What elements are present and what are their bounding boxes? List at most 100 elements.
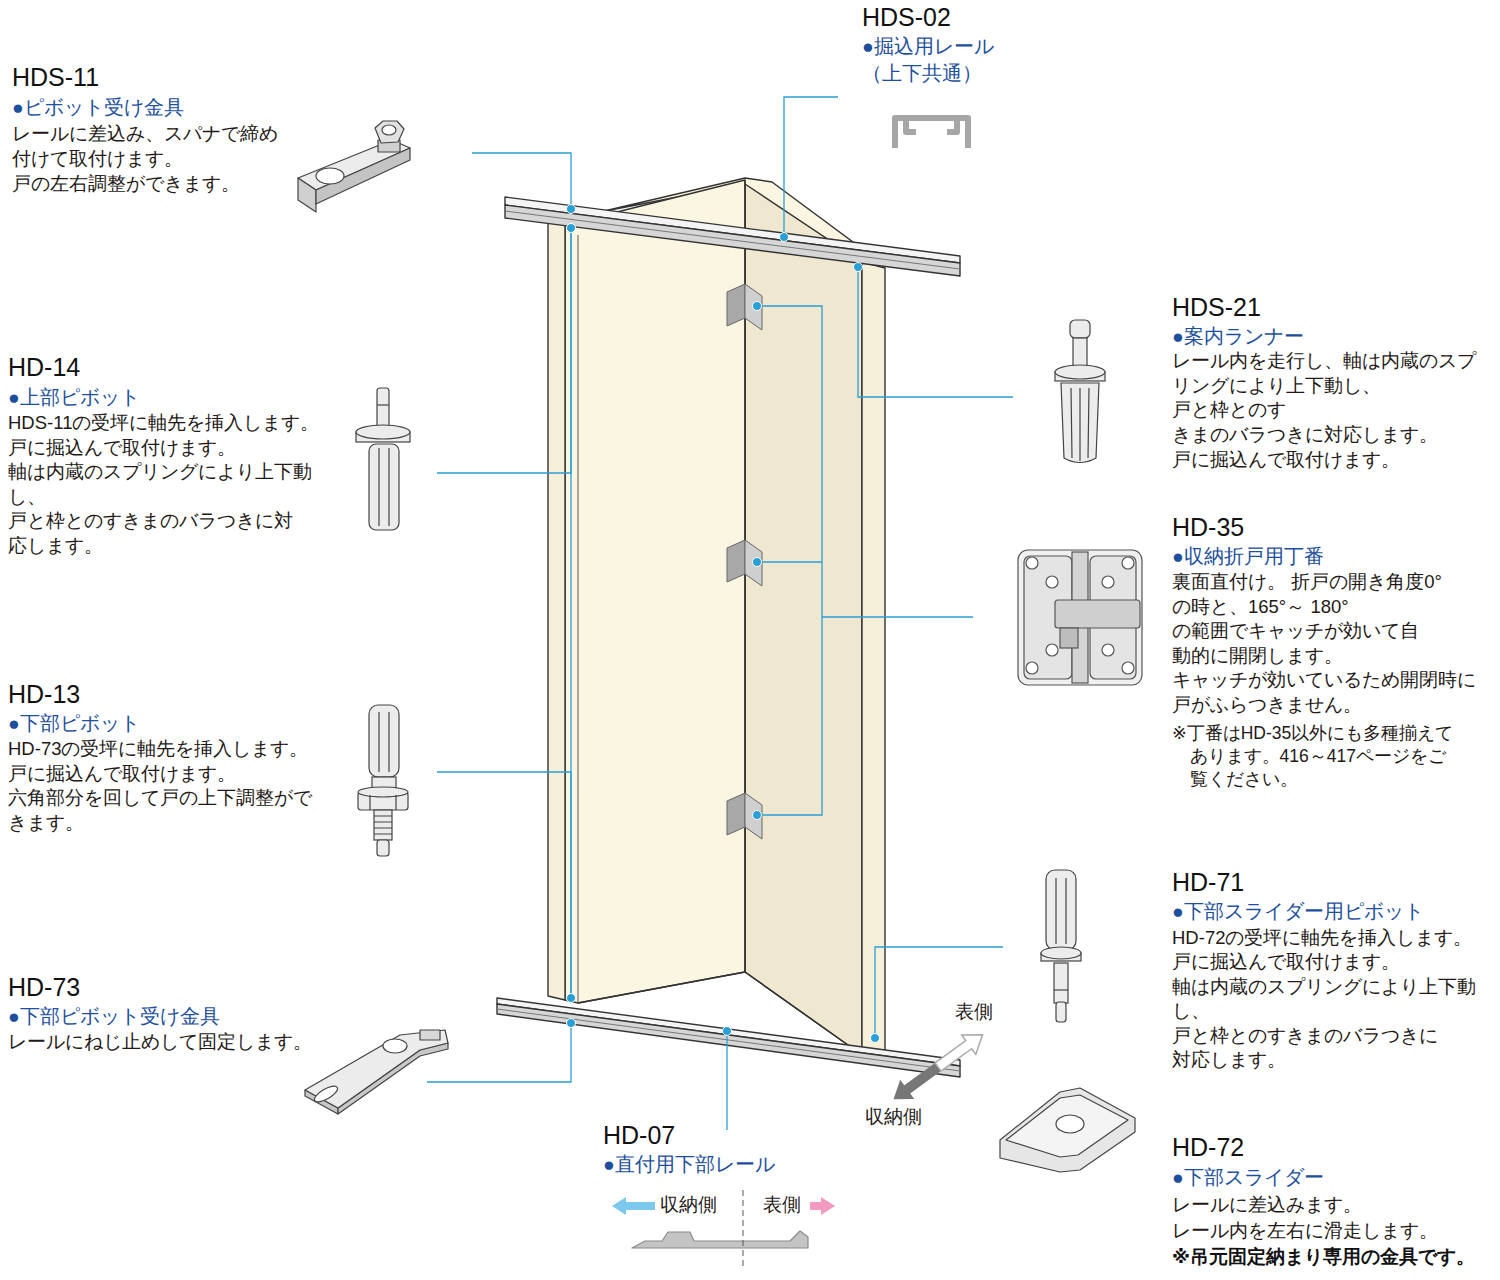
slider-pivot xyxy=(1041,870,1081,1022)
upper-pivot xyxy=(356,388,410,530)
lower-pivot xyxy=(395,795,396,810)
part-name: ●収納折戸用丁番 xyxy=(1172,544,1324,569)
lower-pivot xyxy=(374,810,392,840)
hinge xyxy=(1046,576,1058,588)
rail-profile xyxy=(632,1231,808,1248)
hinge xyxy=(1122,557,1134,569)
part-number: HD-35 xyxy=(1172,512,1244,542)
part-description: HD-72の受坪に軸先を挿入します。 戸に掘込んで取付けます。 軸は内蔵のスプリ… xyxy=(1172,926,1475,1072)
hinge-symbol xyxy=(727,540,745,582)
leader-dot xyxy=(567,1019,576,1028)
hinge xyxy=(1122,662,1134,674)
part-description: レール内を走行し、軸は内蔵のスプ リングにより上下動し、戸と枠とのす きまのバラ… xyxy=(1172,349,1494,473)
leader-dot xyxy=(753,811,762,820)
part-description: レールにねじ止めして固定します。 xyxy=(8,1030,312,1055)
slider-pivot xyxy=(1054,989,1068,990)
hinge xyxy=(1026,557,1134,674)
part-description: レールに差込みます。 レール内を左右に滑走します。 xyxy=(1172,1192,1438,1244)
guide-runner xyxy=(1061,383,1099,463)
part-name: ●案内ランナー xyxy=(1172,324,1304,349)
pivot-bracket xyxy=(375,121,404,143)
lower-pivot xyxy=(377,840,389,856)
hinge xyxy=(1018,550,1142,685)
rail-profile xyxy=(895,118,968,148)
hinge-symbol xyxy=(745,540,762,586)
hinge xyxy=(1060,628,1078,648)
part-number: HD-71 xyxy=(1172,867,1244,897)
part-number: HD-72 xyxy=(1172,1132,1244,1162)
lower-slider xyxy=(1000,1088,1135,1172)
rail-profile xyxy=(632,1231,808,1248)
hinge xyxy=(1046,644,1058,656)
part-name: ●下部ピボット受け金具 xyxy=(8,1004,220,1029)
guide-runner xyxy=(1079,388,1080,461)
guide-runner xyxy=(1073,338,1087,368)
guide-runner xyxy=(1088,388,1089,458)
upper-pivot xyxy=(356,425,410,439)
leader-line xyxy=(757,306,822,815)
part-name: ●下部スライダー用ピボット xyxy=(1172,899,1424,924)
hinge xyxy=(1102,576,1114,588)
leader-line xyxy=(437,772,571,998)
slider-pivot xyxy=(1056,1002,1066,1022)
leader-dot xyxy=(780,233,789,242)
part-name: ●掘込用レール （上下共通） xyxy=(862,33,1018,87)
folding-door xyxy=(578,235,579,1003)
part-name: ●ピボット受け金具 xyxy=(12,95,184,120)
leader-dot xyxy=(871,1034,880,1043)
part-number: HD-07 xyxy=(603,1120,675,1150)
part-name: ●下部ピボット xyxy=(8,711,140,736)
folding-door xyxy=(548,222,565,1000)
part-description: HDS-11の受坪に軸先を挿入します。 戸に掘込んで取付けます。 軸は内蔵のスプ… xyxy=(8,411,330,559)
hinge-symbol xyxy=(727,793,745,835)
part-number: HDS-02 xyxy=(862,2,951,32)
leader-dot xyxy=(567,205,880,1043)
folding-door xyxy=(745,182,862,1055)
part-description: レールに差込み、スパナで締め 付けて取付けます。 戸の左右調整ができます。 xyxy=(12,121,278,196)
upper-pivot xyxy=(369,444,399,530)
top-rail xyxy=(505,197,960,263)
part-name: ●上部ピボット xyxy=(8,385,140,410)
pivot-receiver-plate xyxy=(420,1030,440,1040)
pivot-receiver-plate xyxy=(305,1030,448,1114)
pivot-receiver-plate xyxy=(305,1030,448,1108)
pivot-bracket xyxy=(316,148,410,204)
part-description: HD-73の受坪に軸先を挿入します。 戸に掘込んで取付けます。 六角部分を回して… xyxy=(8,737,311,836)
hinge xyxy=(1055,600,1140,628)
pivot-bracket xyxy=(298,121,410,212)
leader-line xyxy=(757,561,822,562)
part-name: ●直付用下部レール xyxy=(603,1152,775,1177)
pivot-receiver-plate xyxy=(383,1039,407,1053)
part-number: HD-13 xyxy=(8,679,80,709)
guide-runner xyxy=(1055,320,1105,463)
upper-pivot xyxy=(377,404,389,405)
part-name: ●下部スライダー xyxy=(1172,1165,1324,1190)
direction-arrow xyxy=(612,1197,655,1215)
direction-label: 収納側 xyxy=(660,1193,717,1217)
leader-line xyxy=(472,153,571,209)
leader-line xyxy=(822,616,973,617)
folding-door xyxy=(862,262,885,1055)
lower-pivot xyxy=(369,795,370,810)
top-rail xyxy=(505,211,960,269)
lower-pivot xyxy=(369,705,399,777)
guide-runner xyxy=(1071,388,1072,458)
direction-arrow xyxy=(810,1197,835,1215)
part-number: HDS-11 xyxy=(12,62,99,92)
leader-dot xyxy=(567,205,576,214)
pivot-bracket xyxy=(382,125,396,135)
leader-line xyxy=(427,97,1013,1130)
bottom-rail xyxy=(497,998,960,1077)
guide-runner xyxy=(1070,320,1090,338)
direction-label: 表側 xyxy=(763,1193,801,1217)
direction-label: 収納側 xyxy=(865,1105,922,1129)
lower-slider xyxy=(1000,1088,1135,1172)
slider-pivot xyxy=(1055,878,1056,944)
bottom-rail xyxy=(497,998,960,1066)
part-description: 裏面直付け。 折戸の開き角度0°の時と、165°～ 180°の範囲でキャッチが効… xyxy=(1172,570,1483,718)
hinge-symbol xyxy=(745,793,762,839)
upper-pivot xyxy=(388,448,389,526)
bottom-rail xyxy=(497,1004,960,1077)
